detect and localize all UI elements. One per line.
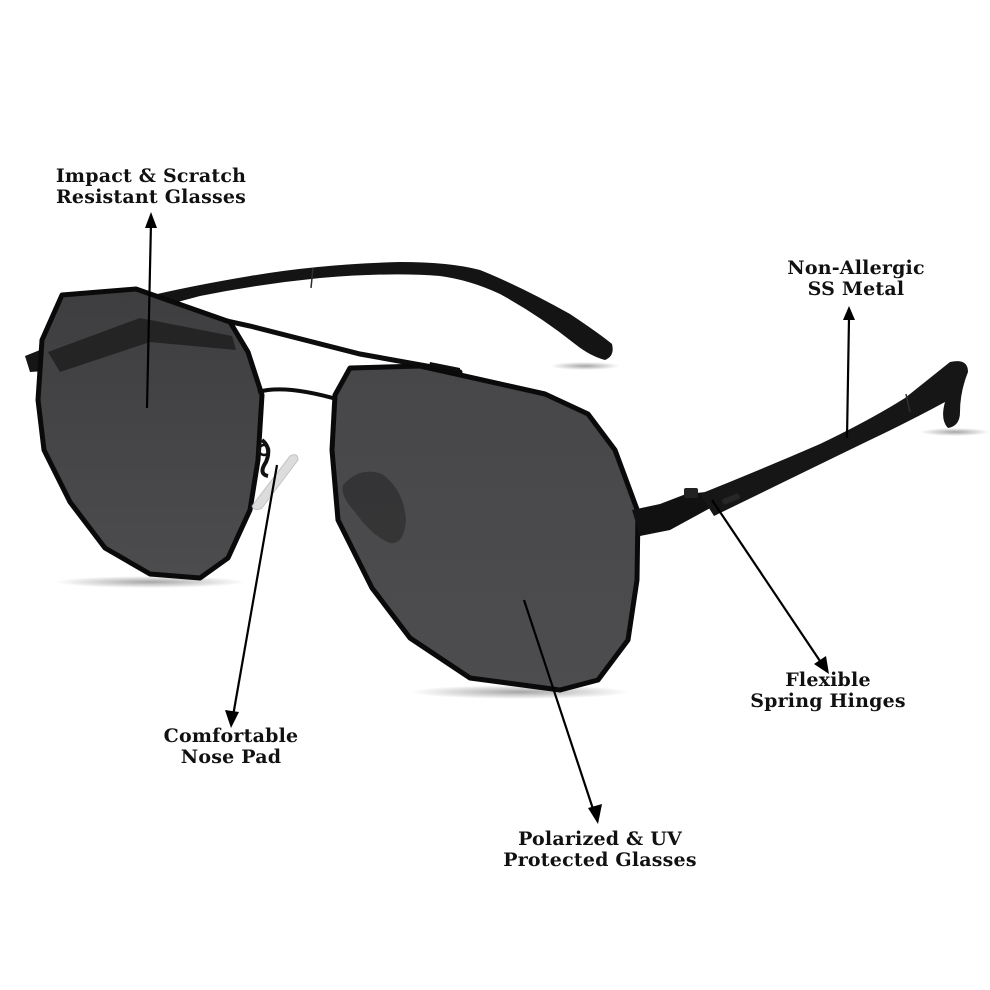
arrowhead-down-hinges <box>814 656 829 674</box>
callout-polarized-line1: Polarized & UV <box>518 828 682 850</box>
shadow-left-lens <box>55 576 245 588</box>
shadow-near-tip <box>920 428 990 436</box>
left-lens <box>35 286 265 581</box>
callout-arrows <box>145 221 851 813</box>
callout-impact-resistant: Impact & Scratch Resistant Glasses <box>26 166 276 208</box>
callout-metal-line1: Non-Allergic <box>787 257 925 279</box>
near-temple-arm <box>700 361 968 516</box>
lower-bridge <box>257 387 341 402</box>
callout-nose-line2: Nose Pad <box>180 746 282 768</box>
callout-polarized-uv: Polarized & UV Protected Glasses <box>480 829 720 871</box>
callout-non-allergic-metal: Non-Allergic SS Metal <box>776 258 936 300</box>
callout-nose-line1: Comfortable <box>163 725 299 747</box>
callout-hinges-line1: Flexible <box>785 669 871 691</box>
right-hinge <box>632 492 714 536</box>
arrowhead-up-metal <box>843 306 855 320</box>
callout-comfortable-nose-pad: Comfortable Nose Pad <box>146 726 316 768</box>
shadow-far-tip <box>550 362 620 370</box>
callout-flexible-hinges: Flexible Spring Hinges <box>728 670 928 712</box>
callout-hinges-line2: Spring Hinges <box>750 690 906 712</box>
callout-impact-line1: Impact & Scratch <box>55 165 247 187</box>
arrowhead-down-nose <box>225 710 239 728</box>
right-lens <box>329 363 641 693</box>
callout-polarized-line2: Protected Glasses <box>503 849 697 871</box>
callout-metal-line2: SS Metal <box>807 278 905 300</box>
arrowhead-down-polarized <box>588 804 602 824</box>
arrowheads <box>145 212 855 824</box>
arrowhead-up-impact <box>145 212 157 228</box>
far-temple-arm <box>140 262 613 360</box>
callout-impact-line2: Resistant Glasses <box>55 186 247 208</box>
